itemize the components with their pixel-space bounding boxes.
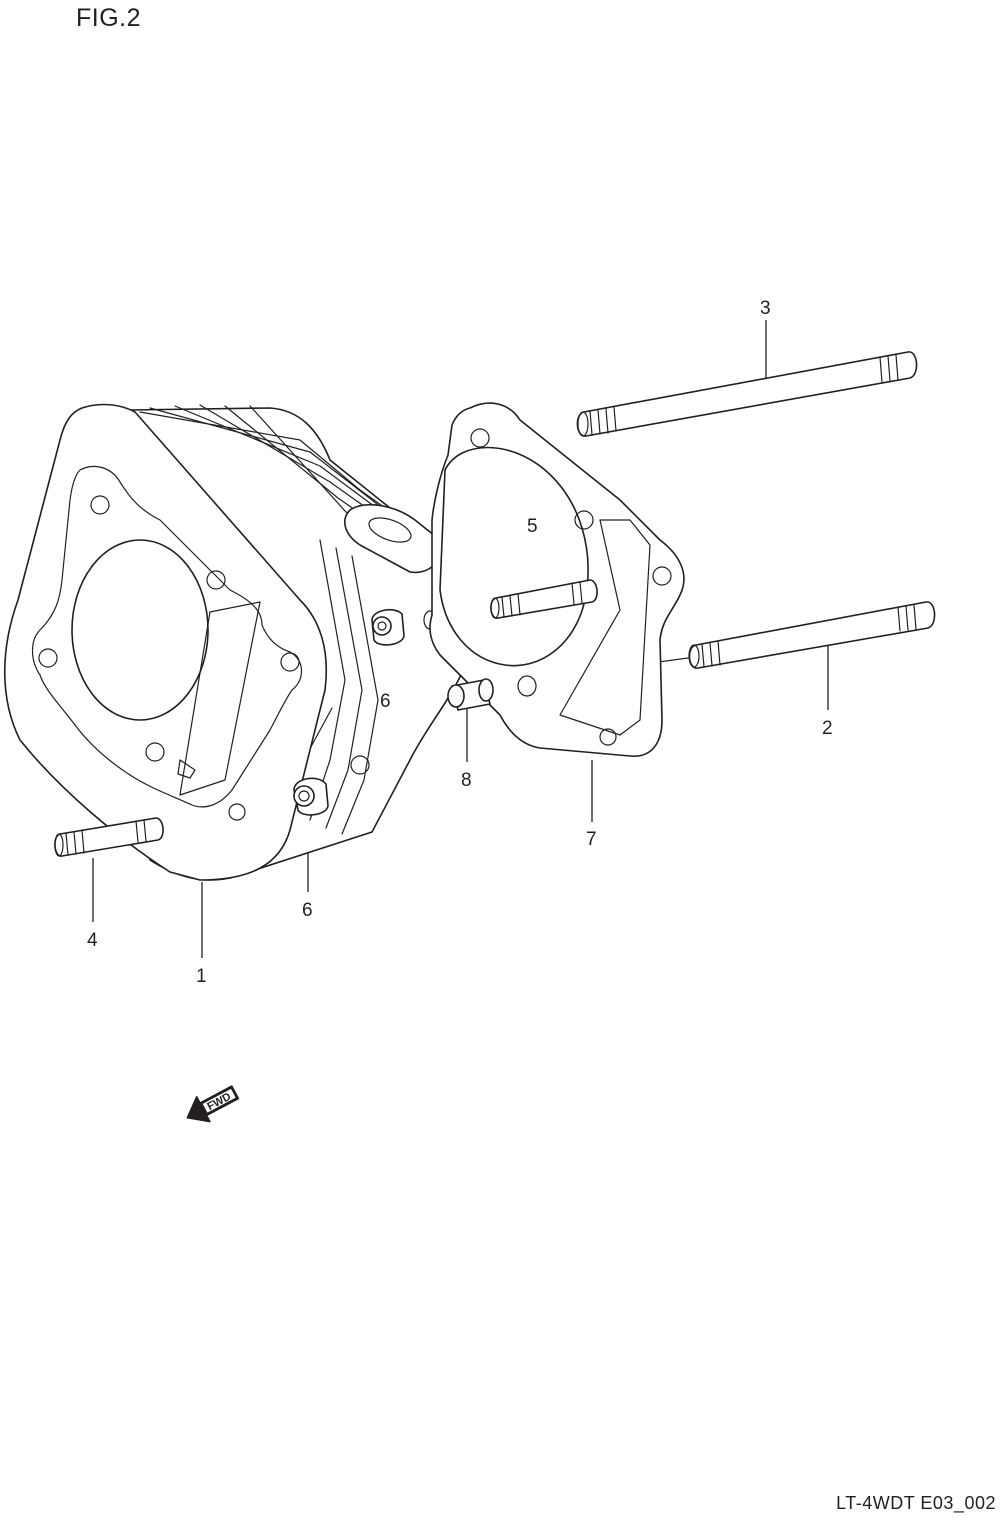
gasket-part-7	[429, 402, 685, 757]
fwd-label: FWD	[205, 1091, 233, 1113]
cylinder-part-1	[3, 403, 471, 881]
callout-1: 1	[196, 966, 207, 987]
fwd-arrow-icon: FWD	[186, 1085, 240, 1123]
callout-5: 5	[527, 516, 538, 537]
callout-2: 2	[822, 718, 833, 739]
dowel-part-8	[447, 678, 494, 711]
stud-part-5	[490, 579, 598, 619]
dowel-part-6a	[371, 608, 405, 646]
stud-part-3	[576, 351, 918, 437]
diagram-code: LT-4WDT E03_002	[836, 1493, 996, 1513]
callout-4: 4	[87, 930, 98, 951]
callout-8: 8	[461, 770, 472, 791]
callout-6a: 6	[380, 691, 391, 712]
dowel-part-6b	[293, 777, 329, 816]
callout-labels: 1 2 3 4 5 6 6 7 8	[87, 298, 833, 987]
callout-6b: 6	[302, 900, 313, 921]
stud-part-4	[54, 817, 164, 857]
cylinder-bore	[71, 539, 209, 721]
stud-part-2	[688, 601, 936, 669]
figure-title: FIG.2	[76, 4, 142, 32]
callout-3: 3	[760, 298, 771, 319]
callout-7: 7	[586, 829, 597, 850]
